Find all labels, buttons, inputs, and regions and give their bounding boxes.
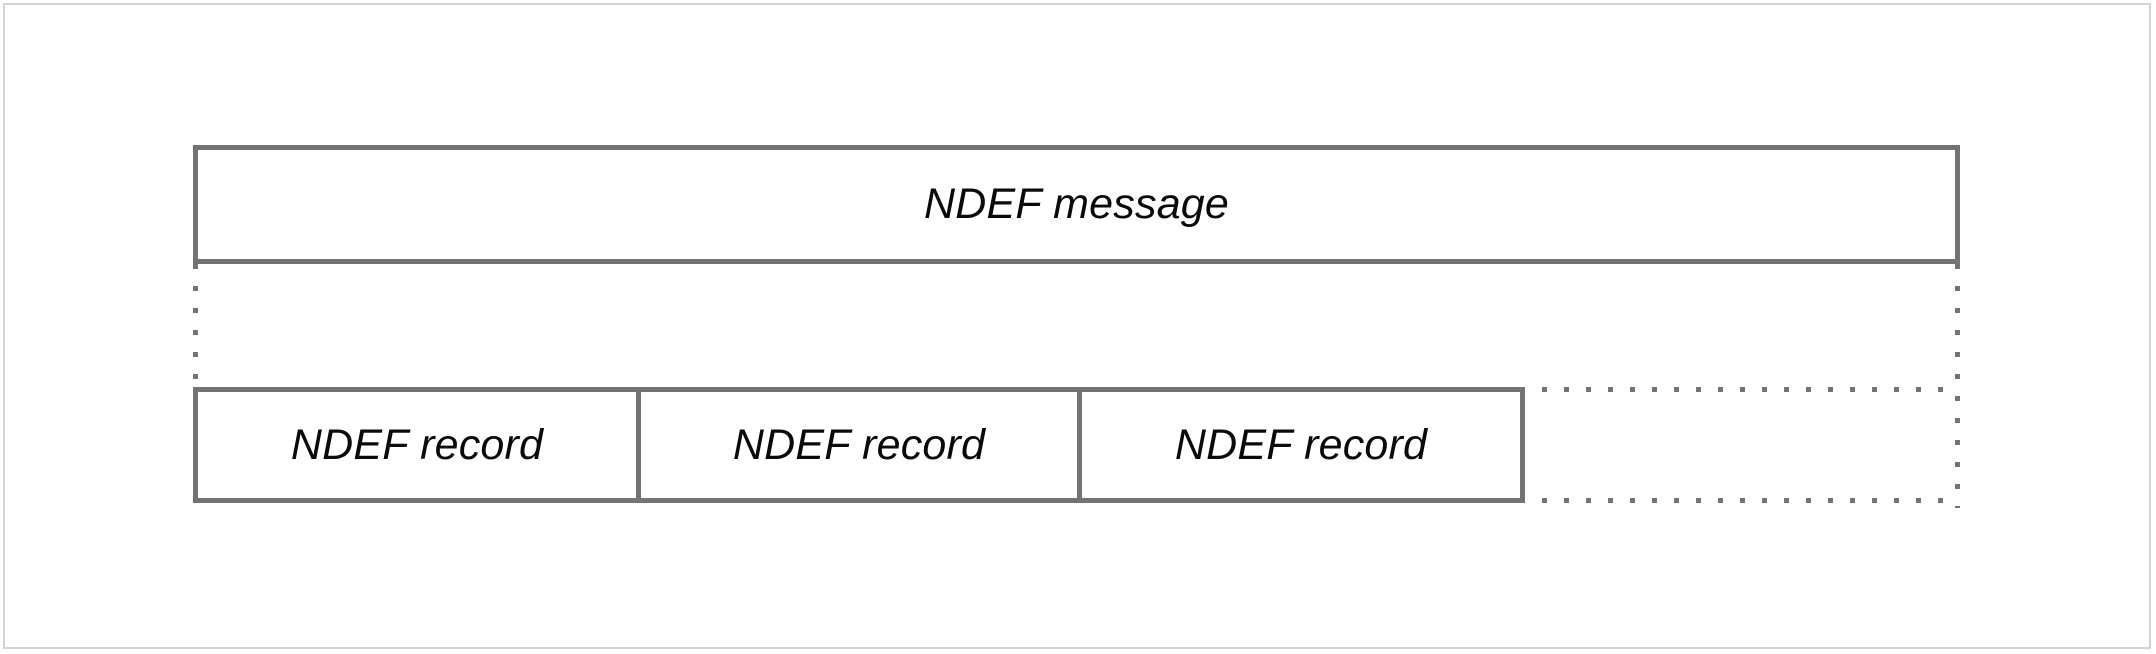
dotted-continuation-top bbox=[1520, 387, 1960, 392]
ndef-record-box: NDEF record bbox=[636, 387, 1082, 503]
dotted-continuation-bottom bbox=[1520, 498, 1960, 503]
ndef-record-box: NDEF record bbox=[1077, 387, 1525, 503]
ndef-record-label: NDEF record bbox=[290, 420, 544, 469]
ndef-record-box: NDEF record bbox=[193, 387, 641, 503]
ndef-record-label: NDEF record bbox=[732, 420, 986, 469]
dotted-connector-right bbox=[1955, 264, 1960, 508]
ndef-record-label: NDEF record bbox=[1174, 420, 1428, 469]
ndef-record-row: NDEF record NDEF record NDEF record bbox=[193, 387, 1525, 503]
dotted-connector-left bbox=[193, 264, 198, 390]
ndef-message-box: NDEF message bbox=[193, 145, 1960, 264]
ndef-message-label: NDEF message bbox=[923, 180, 1230, 228]
